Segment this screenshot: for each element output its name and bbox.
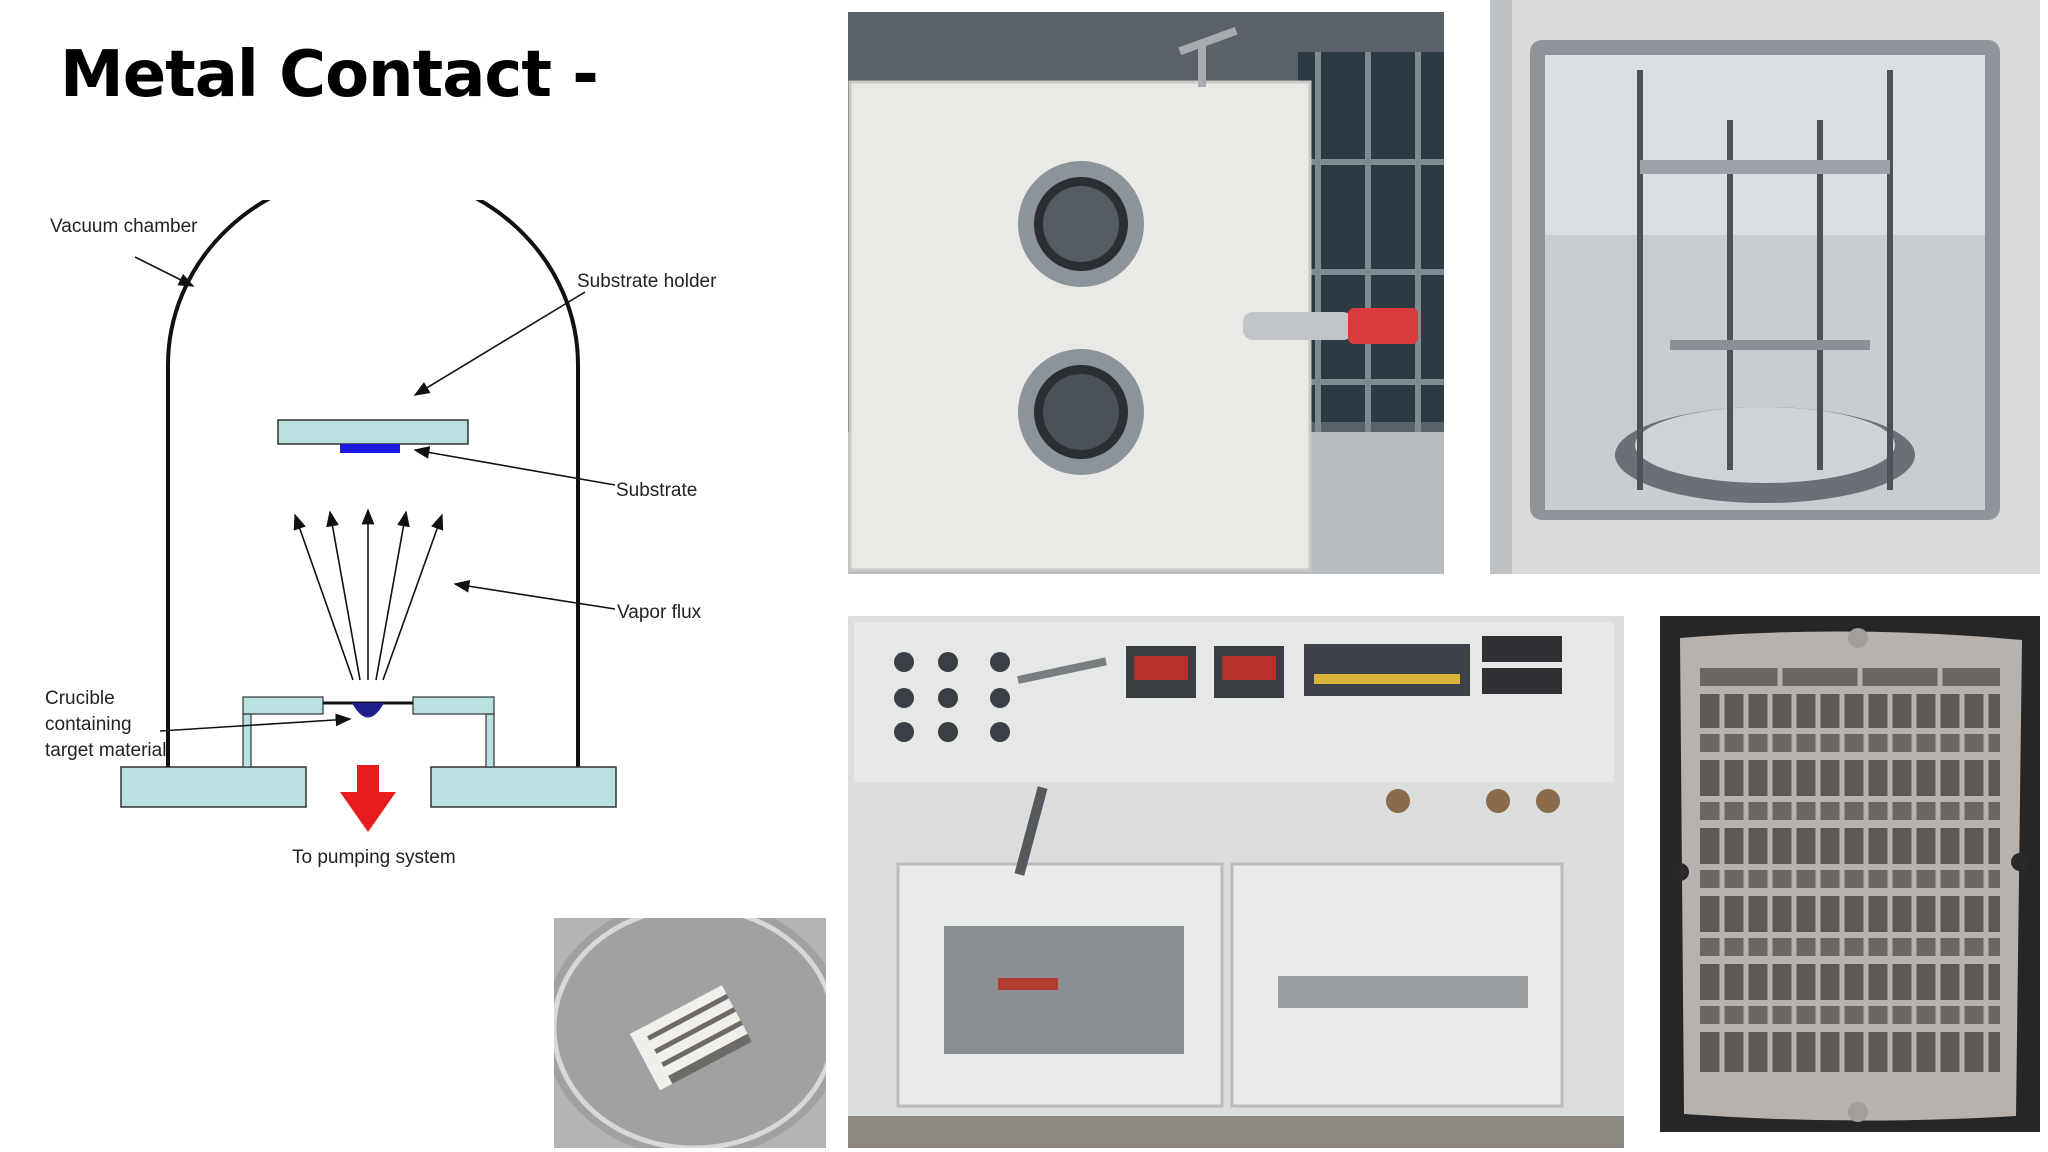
label-substrate-holder: Substrate holder [577,271,717,292]
pumping-arrow [340,765,396,832]
substrate [340,444,400,453]
label-pumping: To pumping system [292,847,456,868]
vapor-flux-arrows [293,508,444,681]
vacuum-chamber-dome [166,200,580,767]
vacuum-chamber-interior-photo [1490,0,2040,574]
label-substrate: Substrate [616,480,697,501]
chamber-base-left [120,766,307,808]
label-crucible-1: Crucible [45,688,115,709]
chamber-base-right [430,766,617,808]
vacuum-chamber-exterior-photo [848,12,1444,574]
label-vacuum-chamber: Vacuum chamber [50,216,198,237]
crucible [352,703,384,718]
coated-sample-photo [554,918,826,1148]
substrate-holder [277,419,469,445]
label-vapor-flux: Vapor flux [617,602,702,623]
label-crucible-2: containing [45,714,132,735]
shadow-mask-photo [1660,616,2040,1132]
slide-title: Metal Contact - [60,38,599,112]
thermal-evaporation-system-photo [848,616,1624,1148]
label-crucible-3: target material [45,740,166,761]
thermal-evaporation-diagram: Vacuum chamber Substrate holder Substrat… [45,200,717,868]
